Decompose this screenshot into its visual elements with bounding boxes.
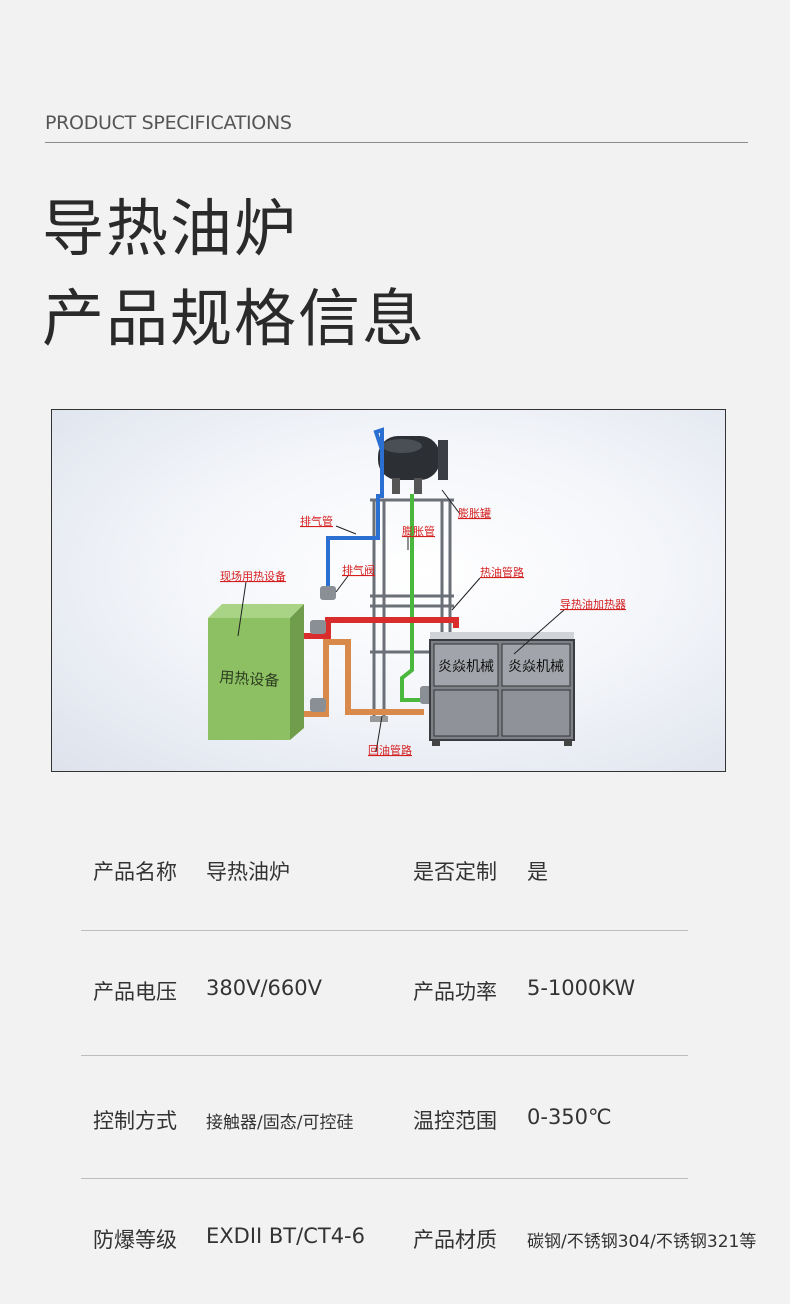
- label-return-oil-pipe: 回油管路: [368, 743, 412, 757]
- label-expansion-pipe: 膨胀管: [402, 524, 435, 538]
- return-oil-pipe: [302, 639, 424, 717]
- oil-heater-cabinet: 炎焱机械 炎焱机械: [429, 632, 575, 746]
- page-title-line-1: 导热油炉: [42, 192, 299, 265]
- spec-value: 碳钢/不锈钢304/不锈钢321等: [527, 1232, 757, 1252]
- frame-foot: [370, 716, 388, 722]
- system-diagram: 用热设备 炎焱机械 炎焱机械 膨胀罐: [51, 409, 726, 772]
- spec-label: 产品名称: [93, 860, 177, 884]
- spec-label: 产品电压: [93, 980, 177, 1004]
- spec-label: 产品功率: [413, 980, 497, 1004]
- label-exhaust-valve: 排气阀: [342, 563, 375, 577]
- label-hot-oil-pipe: 热油管路: [480, 565, 524, 579]
- spec-value: 接触器/固态/可控硅: [206, 1113, 354, 1133]
- spec-label: 是否定制: [413, 860, 497, 884]
- label-field-heat-equipment: 现场用热设备: [220, 569, 286, 583]
- spec-row: 控制方式 接触器/固态/可控硅 温控范围 0-350℃: [0, 1101, 790, 1161]
- exhaust-pipe: [326, 427, 384, 592]
- equipment-box-label: 用热设备: [219, 668, 280, 690]
- expansion-tank: [378, 436, 448, 494]
- spec-row: 产品名称 导热油炉 是否定制 是: [0, 852, 790, 912]
- spec-label: 产品材质: [413, 1228, 497, 1252]
- spec-row: 防爆等级 EXDII BT/CT4-6 产品材质 碳钢/不锈钢304/不锈钢32…: [0, 1220, 790, 1280]
- row-divider: [81, 1178, 688, 1179]
- expansion-pipe: [400, 494, 424, 702]
- row-divider: [81, 1055, 688, 1056]
- leader-lines: [237, 489, 565, 753]
- eyebrow-label: PRODUCT SPECIFICATIONS: [45, 112, 292, 134]
- spec-value: 是: [527, 860, 548, 884]
- spec-label: 温控范围: [413, 1109, 497, 1133]
- spec-value: 5-1000KW: [527, 976, 636, 1000]
- label-expansion-tank: 膨胀罐: [458, 506, 491, 520]
- spec-value: EXDII BT/CT4-6: [206, 1224, 365, 1248]
- label-oil-heater: 导热油加热器: [560, 597, 626, 611]
- spec-row: 产品电压 380V/660V 产品功率 5-1000KW: [0, 972, 790, 1032]
- spec-value: 380V/660V: [206, 976, 322, 1000]
- spec-value: 导热油炉: [206, 860, 290, 884]
- page-title-line-2: 产品规格信息: [42, 282, 427, 355]
- row-divider: [81, 930, 688, 931]
- heater-panel-text-right: 炎焱机械: [508, 659, 564, 675]
- heater-panel-text-left: 炎焱机械: [438, 659, 494, 675]
- spec-label: 控制方式: [93, 1109, 177, 1133]
- field-heat-equipment-box: 用热设备: [208, 604, 304, 740]
- header-divider: [45, 142, 748, 143]
- spec-label: 防爆等级: [93, 1228, 177, 1252]
- label-exhaust-pipe: 排气管: [300, 514, 333, 528]
- hot-oil-pipe: [302, 617, 459, 639]
- spec-value: 0-350℃: [527, 1105, 612, 1129]
